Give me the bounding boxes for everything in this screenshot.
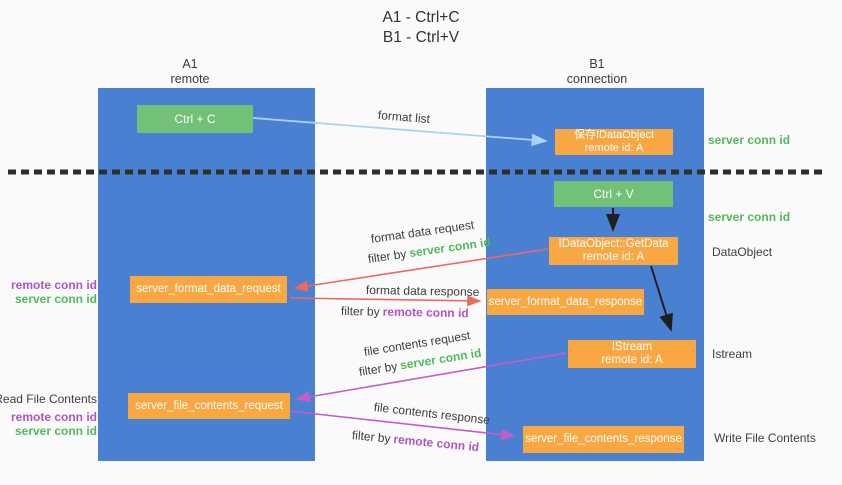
filter-by-prefix: filter by (351, 428, 392, 446)
save-idataobject-line1: 保存IDataObject (573, 129, 655, 141)
format-list-label: format list (377, 108, 431, 127)
server-format-data-request-label: server_format_data_request (136, 283, 281, 295)
filter-by-prefix: filter by (367, 246, 408, 266)
dataobject-label: DataObject (712, 245, 773, 259)
column-a1-subtitle: remote (170, 72, 210, 86)
istream-side-label: Istream (712, 347, 753, 361)
getdata-line2: remote id: A (582, 251, 645, 263)
title-line-1: A1 - Ctrl+C (382, 9, 460, 26)
server-file-contents-response-node: server_file_contents_response (523, 426, 684, 453)
ctrl-v-node: Ctrl + V (554, 181, 673, 207)
left-remote-conn-id-label-1: remote conn id (10, 278, 97, 292)
diagram-title: A1 - Ctrl+C B1 - Ctrl+V (0, 8, 842, 48)
ctrl-v-label: Ctrl + V (593, 186, 634, 201)
server-format-data-request-node: server_format_data_request (130, 276, 287, 303)
file-contents-response-label: file contents response (373, 400, 491, 428)
save-idataobject-line2: remote id: A (584, 142, 644, 154)
server-format-data-response-label: server_format_data_response (488, 295, 643, 308)
istream-line1: IStream (611, 341, 653, 353)
server-format-data-response-node: server_format_data_response (487, 289, 644, 315)
istream-line2: remote id: A (601, 354, 663, 366)
ctrl-c-node: Ctrl + C (137, 105, 253, 133)
title-line-2: B1 - Ctrl+V (382, 29, 460, 46)
server-file-contents-request-node: server_file_contents_request (128, 393, 290, 419)
istream-node: IStream remote id: A (568, 340, 696, 368)
left-server-conn-id-label-2: server conn id (14, 424, 97, 438)
remote-conn-id-value: remote conn id (392, 432, 480, 455)
read-file-contents-label: Read File Contents (0, 392, 97, 406)
remote-conn-id-value: remote conn id (382, 304, 469, 321)
server-file-contents-response-label: server_file_contents_response (525, 433, 682, 445)
column-b1-name: B1 (589, 57, 605, 71)
right-server-conn-id-label-1: server conn id (708, 133, 791, 147)
column-a1-name: A1 (182, 57, 198, 71)
left-server-conn-id-label-1: server conn id (14, 292, 97, 306)
ctrl-c-label: Ctrl + C (174, 111, 216, 126)
column-header-a1: A1 remote (130, 57, 250, 87)
getdata-line1: IDataObject::GetData (558, 238, 669, 250)
column-b1-subtitle: connection (566, 72, 628, 86)
format-data-response-label: format data response (365, 283, 480, 299)
left-remote-conn-id-label-2: remote conn id (10, 410, 97, 424)
write-file-contents-label: Write File Contents (714, 431, 816, 445)
server-file-contents-request-label: server_file_contents_request (135, 399, 283, 412)
right-server-conn-id-label-2: server conn id (708, 210, 791, 224)
filter-by-prefix: filter by (340, 304, 380, 319)
column-header-b1: B1 connection (537, 57, 657, 87)
getdata-node: IDataObject::GetData remote id: A (549, 237, 678, 265)
filter-by-prefix: filter by (357, 359, 399, 379)
save-idataobject-node: 保存IDataObject remote id: A (555, 129, 673, 155)
